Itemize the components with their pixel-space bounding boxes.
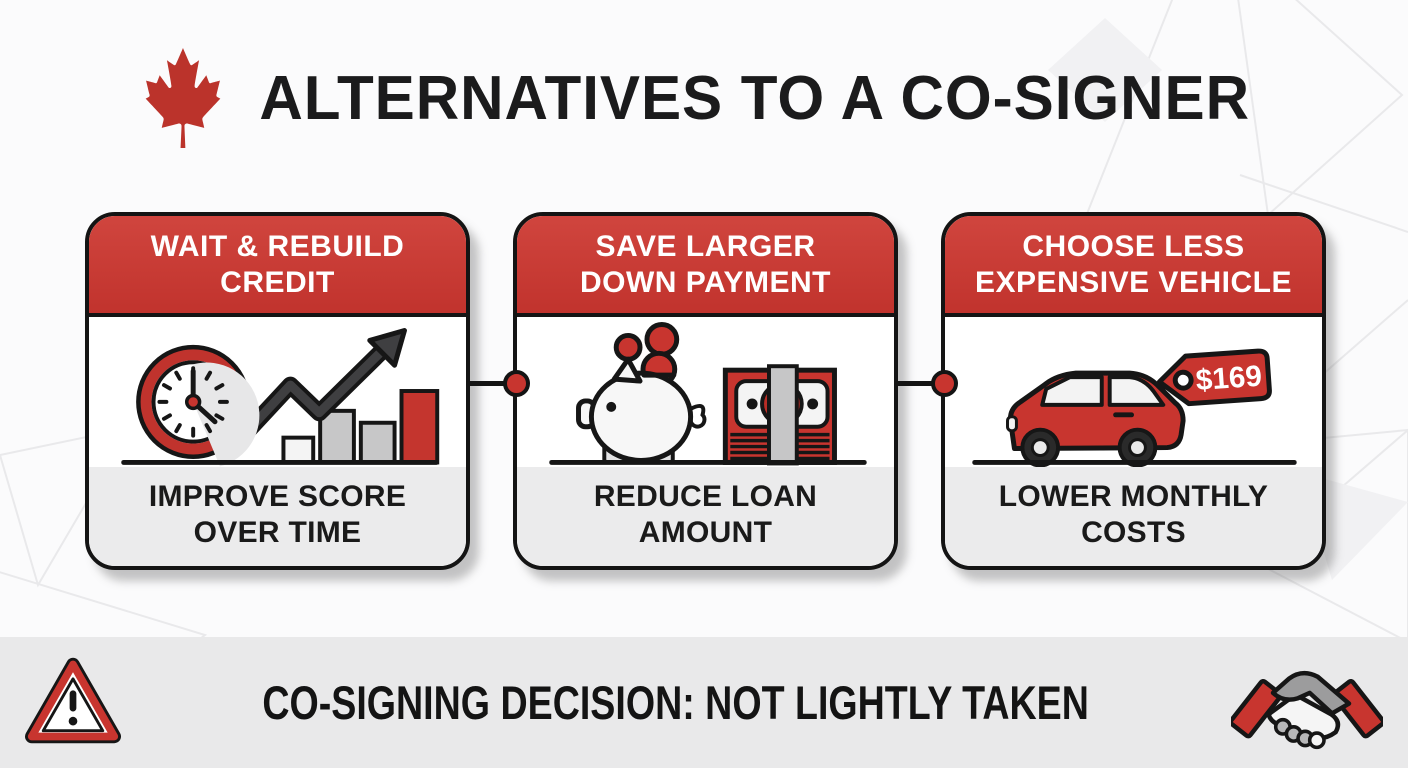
card-title-line: CREDIT: [220, 265, 335, 299]
card-wait-rebuild-credit: WAIT & REBUILD CREDIT: [85, 212, 470, 570]
card-caption-line: IMPROVE SCORE: [148, 479, 407, 513]
card-connector-line: [894, 381, 946, 386]
card-title-line: EXPENSIVE VEHICLE: [975, 265, 1292, 299]
card-save-down-payment: SAVE LARGER DOWN PAYMENT: [513, 212, 898, 570]
card-caption: REDUCE LOAN AMOUNT: [517, 467, 894, 566]
page-title: ALTERNATIVES TO A CO-SIGNER: [259, 63, 1251, 133]
card-connector-dot: [503, 370, 530, 397]
card-title-line: CHOOSE LESS: [1022, 229, 1245, 263]
card-caption-line: COSTS: [1081, 515, 1186, 549]
card-connector-dot: [931, 370, 958, 397]
card-caption-line: AMOUNT: [638, 515, 773, 549]
card-title-line: DOWN PAYMENT: [579, 265, 831, 299]
card-caption: LOWER MONTHLY COSTS: [945, 467, 1322, 566]
card-less-expensive-vehicle: CHOOSE LESS EXPENSIVE VEHICLE $169: [941, 212, 1326, 570]
maple-leaf-icon: [142, 48, 224, 148]
piggy-bank-cash-icon: [517, 317, 894, 467]
banner-text: CO-SIGNING DECISION: NOT LIGHTLY TAKEN: [262, 676, 1090, 729]
bottom-banner: CO-SIGNING DECISION: NOT LIGHTLY TAKEN: [0, 637, 1408, 768]
handshake-icon: [1228, 649, 1386, 756]
clock-growth-chart-icon: [89, 317, 466, 467]
card-connector-line: [466, 381, 518, 386]
warning-triangle-icon: [25, 655, 122, 750]
card-header: SAVE LARGER DOWN PAYMENT: [517, 216, 894, 317]
card-title-line: WAIT & REBUILD: [150, 229, 405, 263]
card-caption-line: OVER TIME: [193, 515, 362, 549]
price-tag-label: $169: [1195, 360, 1263, 398]
card-header: CHOOSE LESS EXPENSIVE VEHICLE: [945, 216, 1322, 317]
card-caption: IMPROVE SCORE OVER TIME: [89, 467, 466, 566]
card-caption-line: REDUCE LOAN: [593, 479, 818, 513]
car-price-tag-icon: $169: [945, 317, 1322, 467]
cards-row: WAIT & REBUILD CREDIT: [85, 212, 1326, 570]
card-header: WAIT & REBUILD CREDIT: [89, 216, 466, 317]
page-header: ALTERNATIVES TO A CO-SIGNER: [0, 48, 1408, 148]
card-caption-line: LOWER MONTHLY: [998, 479, 1269, 513]
card-title-line: SAVE LARGER: [595, 229, 816, 263]
